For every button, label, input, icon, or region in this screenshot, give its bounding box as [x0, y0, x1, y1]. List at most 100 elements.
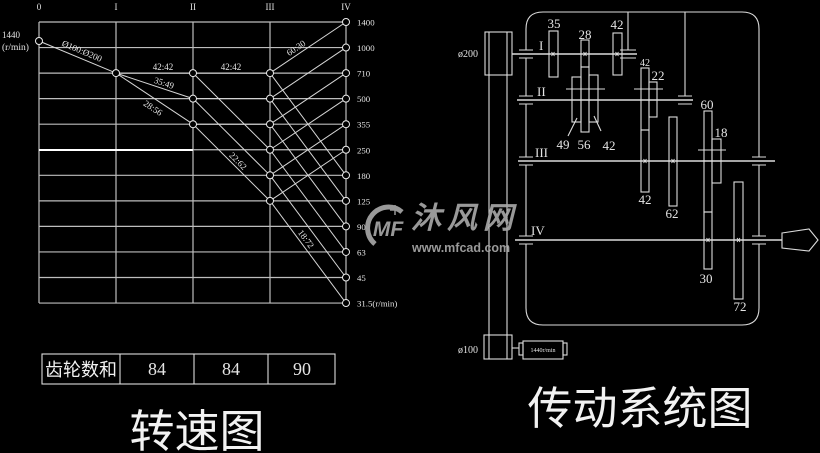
- watermark-name: 沐风网: [411, 201, 519, 236]
- housing-wall-bottom: [525, 244, 760, 326]
- speed-node: [266, 94, 274, 103]
- gear-I-35: [548, 30, 559, 78]
- speed-level-label: 63: [357, 247, 366, 257]
- bearings: [519, 49, 766, 245]
- speed-level-label: 355: [357, 120, 371, 130]
- transmission-diagram-title: 传动系统图: [527, 382, 752, 435]
- speed-level-label: 1400: [357, 18, 375, 28]
- bearing-icon: [519, 235, 533, 245]
- gear-III-18: [711, 138, 722, 184]
- transmission-diagram: I II III IV 35 28 42 49 56 42: [458, 11, 819, 435]
- gear-label: 62: [666, 206, 679, 221]
- bearing-icon: [678, 95, 692, 105]
- speed-level-value: 355: [357, 120, 371, 130]
- speed-node: [342, 120, 350, 129]
- speed-level-value: 90: [357, 222, 366, 232]
- gear-IV-72: [733, 181, 744, 300]
- speed-level-label: 1000: [357, 43, 375, 53]
- gear-label: 42: [603, 138, 616, 153]
- speed-level-labels: 1400100071050035525018012590634531.5(r/m…: [357, 18, 397, 309]
- speed-nodes: [35, 18, 350, 308]
- speed-node: [342, 299, 350, 308]
- table-border: [41, 353, 336, 385]
- speed-node: [342, 247, 350, 256]
- speed-node: [189, 69, 197, 78]
- gear-sum-table: 齿轮数和 84 84 90: [41, 353, 336, 385]
- speed-node: [189, 94, 197, 103]
- speed-level-label: 125: [357, 196, 371, 206]
- speed-node: [266, 196, 274, 205]
- leader-line: [567, 117, 578, 137]
- gear-III-42: [640, 129, 650, 193]
- watermark: MF 沐风网 www.mfcad.com: [365, 201, 519, 255]
- gear-II-22: [648, 81, 658, 118]
- gear-label: 72: [734, 299, 747, 314]
- speed-transmission-line: [269, 175, 347, 278]
- speed-node: [342, 69, 350, 78]
- speed-level-value: 710: [357, 69, 371, 79]
- housing-wall-top: [525, 11, 760, 157]
- speed-transmission-line: [269, 72, 347, 176]
- belt-drive: ø200 ø100 1440r/min: [458, 31, 568, 360]
- bearing-icon: [519, 95, 533, 105]
- speed-transmission-line: [192, 98, 271, 176]
- speed-node: [266, 69, 274, 78]
- speed-node: [342, 171, 350, 180]
- bearing-icon: [620, 49, 636, 59]
- speed-node: [266, 120, 274, 129]
- gear-II-42: [588, 74, 599, 123]
- small-pulley-diameter: ø100: [458, 345, 478, 356]
- speed-node: [342, 273, 350, 282]
- speed-node: [342, 196, 350, 205]
- speed-level-value: 63: [357, 247, 366, 257]
- shaft-header-label: II: [190, 2, 196, 12]
- small-pulley: [483, 334, 513, 360]
- speed-level-label: 180: [357, 171, 371, 181]
- shaft-header-label: 0: [37, 2, 42, 12]
- shaft-label: II: [537, 84, 546, 99]
- gear-label: 56: [578, 137, 592, 152]
- speed-transmission-line: [269, 123, 347, 227]
- gear-label: 49: [557, 137, 570, 152]
- table-cell: 84: [222, 359, 240, 379]
- speed-level-label: 90: [357, 222, 366, 232]
- speed-unit: (r/min): [372, 299, 397, 309]
- speed-level-value: 125: [357, 196, 371, 206]
- bearing-icon: [519, 49, 533, 59]
- gear-label: 35: [548, 16, 561, 31]
- speed-transmission-lines: [38, 21, 347, 304]
- speed-diagram-title: 转速图: [129, 405, 264, 453]
- large-pulley-diameter: ø200: [458, 49, 478, 60]
- speed-transmission-line: [269, 98, 347, 202]
- speed-node: [342, 222, 350, 231]
- speed-level-value: 1400: [357, 18, 375, 28]
- speed-node: [266, 145, 274, 154]
- speed-transmission-line: [115, 72, 194, 125]
- bearing-icon: [752, 156, 766, 166]
- speed-transmission-line: [192, 72, 271, 151]
- shaft-header-label: IV: [341, 2, 351, 12]
- speed-level-label: 31.5(r/min): [357, 299, 397, 309]
- gear-label: 42: [611, 17, 624, 32]
- speed-level-label: 710: [357, 69, 371, 79]
- gear-key-mark-icon: [551, 51, 741, 243]
- logo-letters: MF: [373, 218, 404, 241]
- bearing-icon: [519, 156, 533, 166]
- speed-level-value: 45: [357, 273, 366, 283]
- shaft-header-label: I: [115, 2, 118, 12]
- speed-level-value: 1000: [357, 43, 375, 53]
- gear-label: 42: [639, 192, 652, 207]
- watermark-logo: MF: [365, 204, 404, 246]
- leader-line: [593, 115, 602, 132]
- shaft-label: I: [539, 38, 543, 53]
- table-header: 齿轮数和: [45, 360, 117, 381]
- speed-node: [342, 43, 350, 52]
- gear-IV-30: [703, 211, 713, 270]
- speed-transmission-line: [192, 123, 271, 202]
- gear-label: 30: [700, 271, 713, 286]
- speed-level-value: 500: [357, 94, 371, 104]
- bearing-icon: [752, 235, 766, 245]
- motor-speed-label: 1440r/min: [531, 348, 556, 354]
